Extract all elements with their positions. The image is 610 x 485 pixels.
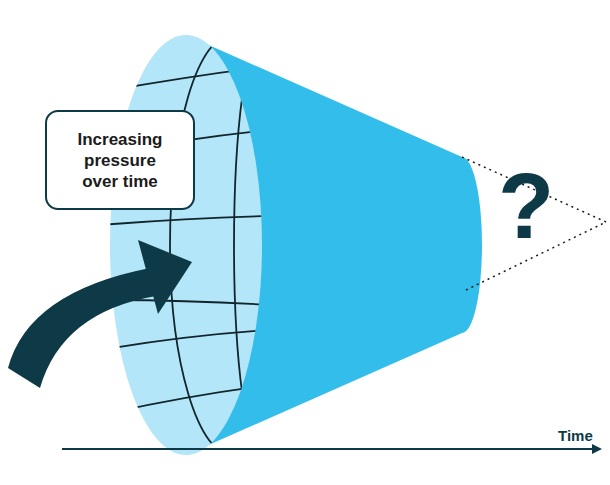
pressure-arrowhead: [138, 240, 192, 314]
axis-label: Time: [558, 428, 593, 443]
callout-text: Increasing pressure over time: [68, 129, 172, 192]
question-mark: ?: [498, 160, 554, 252]
globe-grid: [100, 35, 294, 455]
callout-box: Increasing pressure over time: [45, 110, 195, 210]
time-axis: [62, 448, 600, 450]
funnel-mouth: [110, 35, 262, 455]
pressure-arrow: [8, 268, 156, 388]
